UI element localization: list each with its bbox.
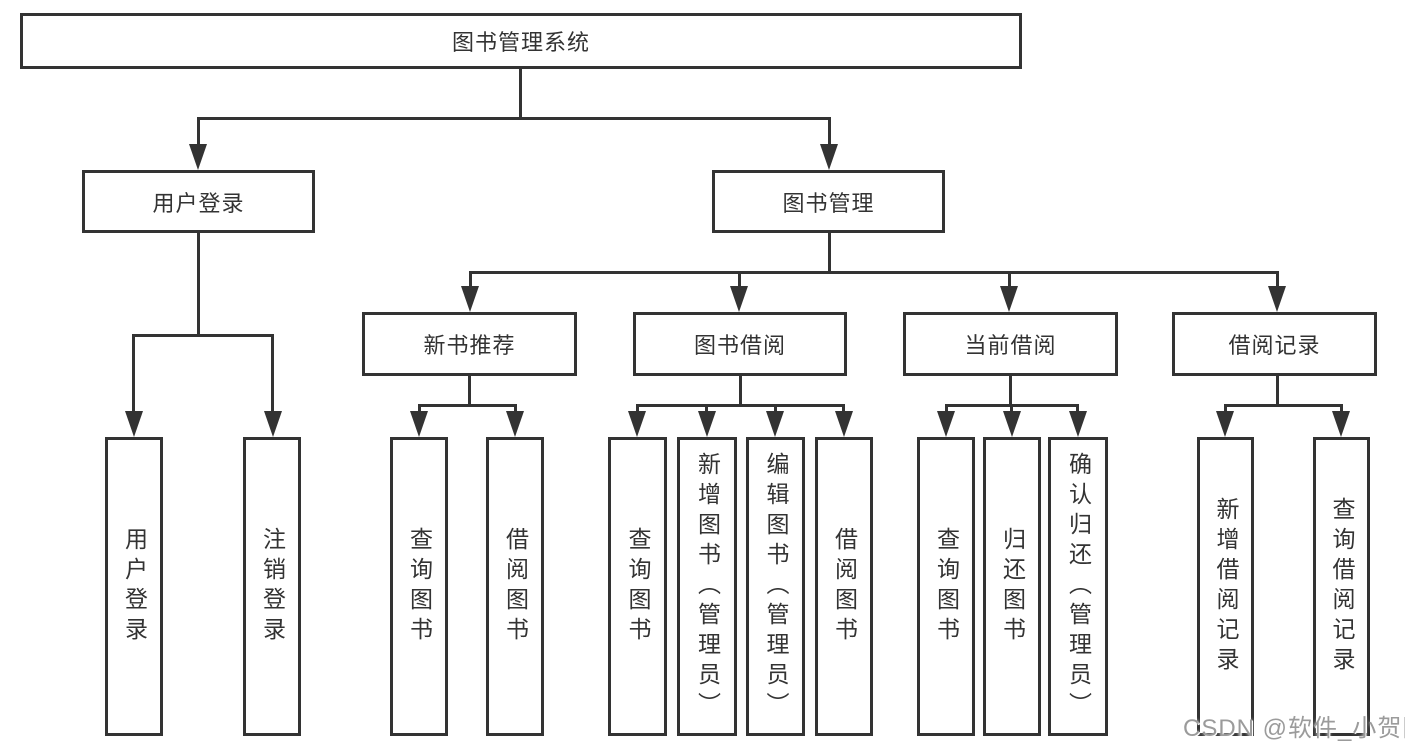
arrow-down-icon — [461, 286, 479, 312]
leaf-edit-book-admin: 编辑图书（管理员） — [746, 437, 805, 736]
node-new-book-recommendation: 新书推荐 — [362, 312, 577, 376]
connector-line — [418, 404, 421, 414]
leaf-add-borrow-record: 新增借阅记录 — [1197, 437, 1254, 736]
leaf-borrow-books-recommend: 借阅图书 — [486, 437, 544, 736]
connector-line — [514, 404, 517, 414]
connector-line — [705, 404, 708, 414]
connector-line — [418, 404, 517, 407]
node-borrowing-records: 借阅记录 — [1172, 312, 1377, 376]
arrow-down-icon — [1069, 411, 1087, 437]
leaf-borrow-books: 借阅图书 — [815, 437, 873, 736]
arrow-down-icon — [1268, 286, 1286, 312]
leaf-query-borrow-record: 查询借阅记录 — [1313, 437, 1370, 736]
connector-line — [636, 404, 845, 407]
arrow-down-icon — [189, 144, 207, 170]
leaf-user-login: 用户登录 — [105, 437, 163, 736]
connector-line — [774, 404, 777, 414]
connector-line — [519, 69, 522, 119]
arrow-down-icon — [628, 411, 646, 437]
arrow-down-icon — [698, 411, 716, 437]
connector-line — [1010, 404, 1013, 414]
node-current-borrowing: 当前借阅 — [903, 312, 1118, 376]
connector-line — [197, 233, 200, 335]
leaf-query-books-borrowing: 查询图书 — [608, 437, 667, 736]
connector-line — [739, 376, 742, 406]
arrow-down-icon — [410, 411, 428, 437]
arrow-down-icon — [1216, 411, 1234, 437]
connector-line — [197, 117, 831, 120]
arrow-down-icon — [1000, 286, 1018, 312]
leaf-logout: 注销登录 — [243, 437, 301, 736]
node-book-management: 图书管理 — [712, 170, 945, 233]
connector-line — [1224, 404, 1343, 407]
leaf-query-books-recommend: 查询图书 — [390, 437, 448, 736]
connector-line — [132, 334, 135, 413]
arrow-down-icon — [1003, 411, 1021, 437]
connector-line — [828, 233, 831, 273]
arrow-down-icon — [835, 411, 853, 437]
connector-line — [1224, 404, 1227, 414]
arrow-down-icon — [820, 144, 838, 170]
arrow-down-icon — [125, 411, 143, 437]
node-user-login: 用户登录 — [82, 170, 315, 233]
leaf-confirm-return-admin: 确认归还（管理员） — [1048, 437, 1108, 736]
connector-line — [828, 117, 831, 147]
node-library-management-system: 图书管理系统 — [20, 13, 1022, 69]
connector-line — [1009, 376, 1012, 406]
node-book-borrowing: 图书借阅 — [633, 312, 847, 376]
connector-line — [197, 117, 200, 147]
connector-line — [1340, 404, 1343, 414]
connector-line — [132, 334, 274, 337]
connector-line — [842, 404, 845, 414]
leaf-query-books-current: 查询图书 — [917, 437, 975, 736]
connector-line — [1008, 271, 1011, 289]
arrow-down-icon — [730, 286, 748, 312]
arrow-down-icon — [937, 411, 955, 437]
leaf-add-book-admin: 新增图书（管理员） — [677, 437, 737, 736]
arrow-down-icon — [506, 411, 524, 437]
arrow-down-icon — [766, 411, 784, 437]
connector-line — [271, 334, 274, 413]
connector-line — [1276, 376, 1279, 406]
connector-line — [468, 376, 471, 406]
watermark: CSDN @软件_小贺同学 — [1183, 715, 1405, 742]
arrow-down-icon — [264, 411, 282, 437]
connector-line — [945, 404, 948, 414]
arrow-down-icon — [1332, 411, 1350, 437]
connector-line — [636, 404, 639, 414]
connector-line — [1076, 404, 1079, 414]
connector-line — [738, 271, 741, 289]
connector-line — [469, 271, 472, 289]
leaf-return-books: 归还图书 — [983, 437, 1041, 736]
connector-line — [469, 271, 1279, 274]
connector-line — [1276, 271, 1279, 289]
